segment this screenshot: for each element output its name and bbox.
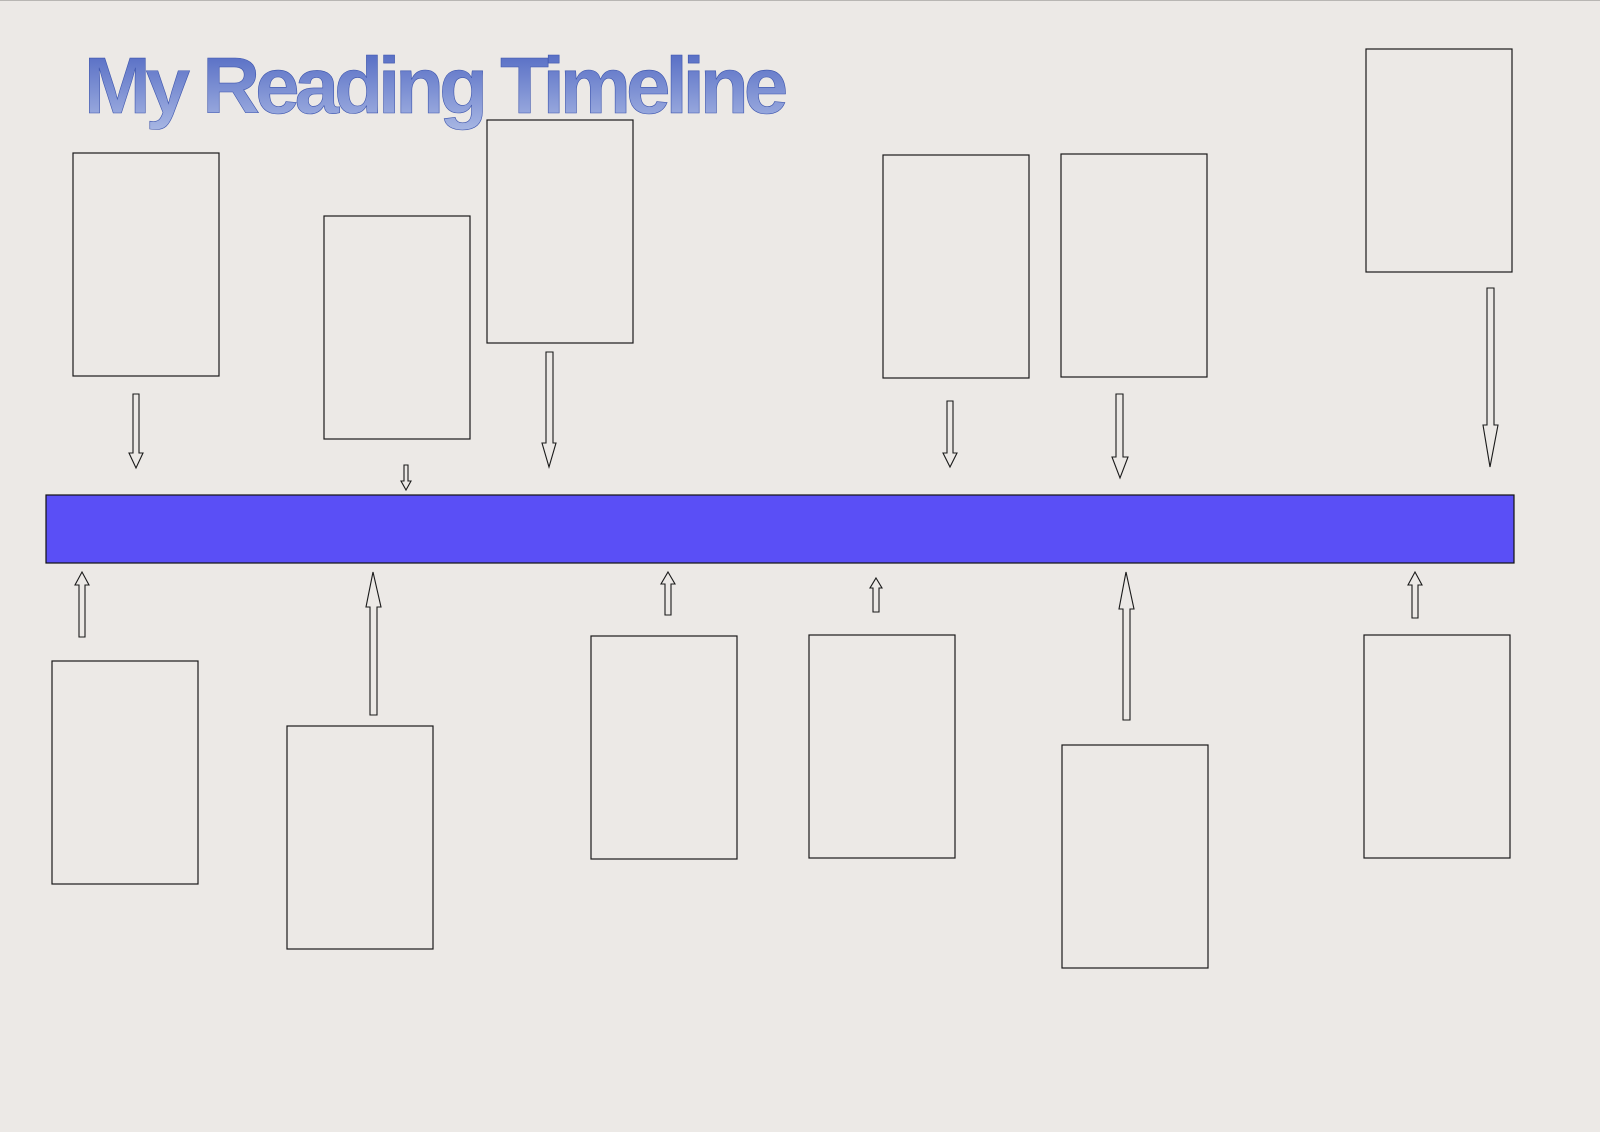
down-arrow-icon — [541, 351, 557, 469]
book-slot-below-6 — [1363, 634, 1511, 859]
book-slot-below-4 — [808, 634, 956, 859]
up-arrow-icon — [365, 571, 382, 716]
book-slot-above-3 — [486, 119, 634, 344]
page-title: My Reading Timeline — [84, 41, 786, 130]
down-arrow-icon — [400, 464, 412, 492]
book-slot-above-6 — [1365, 48, 1513, 273]
up-arrow-icon — [660, 570, 676, 616]
book-slot-below-2 — [286, 725, 434, 950]
book-slot-above-5 — [1060, 153, 1208, 378]
book-slot-above-1 — [72, 152, 220, 377]
down-arrow-icon — [942, 400, 958, 469]
book-slot-below-3 — [590, 635, 738, 860]
book-slot-below-1 — [51, 660, 199, 885]
up-arrow-icon — [74, 570, 90, 638]
down-arrow-icon — [128, 393, 144, 470]
title-graphic: My Reading Timeline — [84, 41, 791, 131]
down-arrow-icon — [1111, 393, 1129, 480]
up-arrow-icon — [1118, 571, 1135, 721]
book-slot-above-4 — [882, 154, 1030, 379]
up-arrow-icon — [1407, 570, 1423, 619]
down-arrow-icon — [1482, 287, 1499, 468]
book-slot-above-2 — [323, 215, 471, 440]
timeline-bar — [45, 494, 1515, 564]
up-arrow-icon — [869, 576, 883, 613]
book-slot-below-5 — [1061, 744, 1209, 969]
